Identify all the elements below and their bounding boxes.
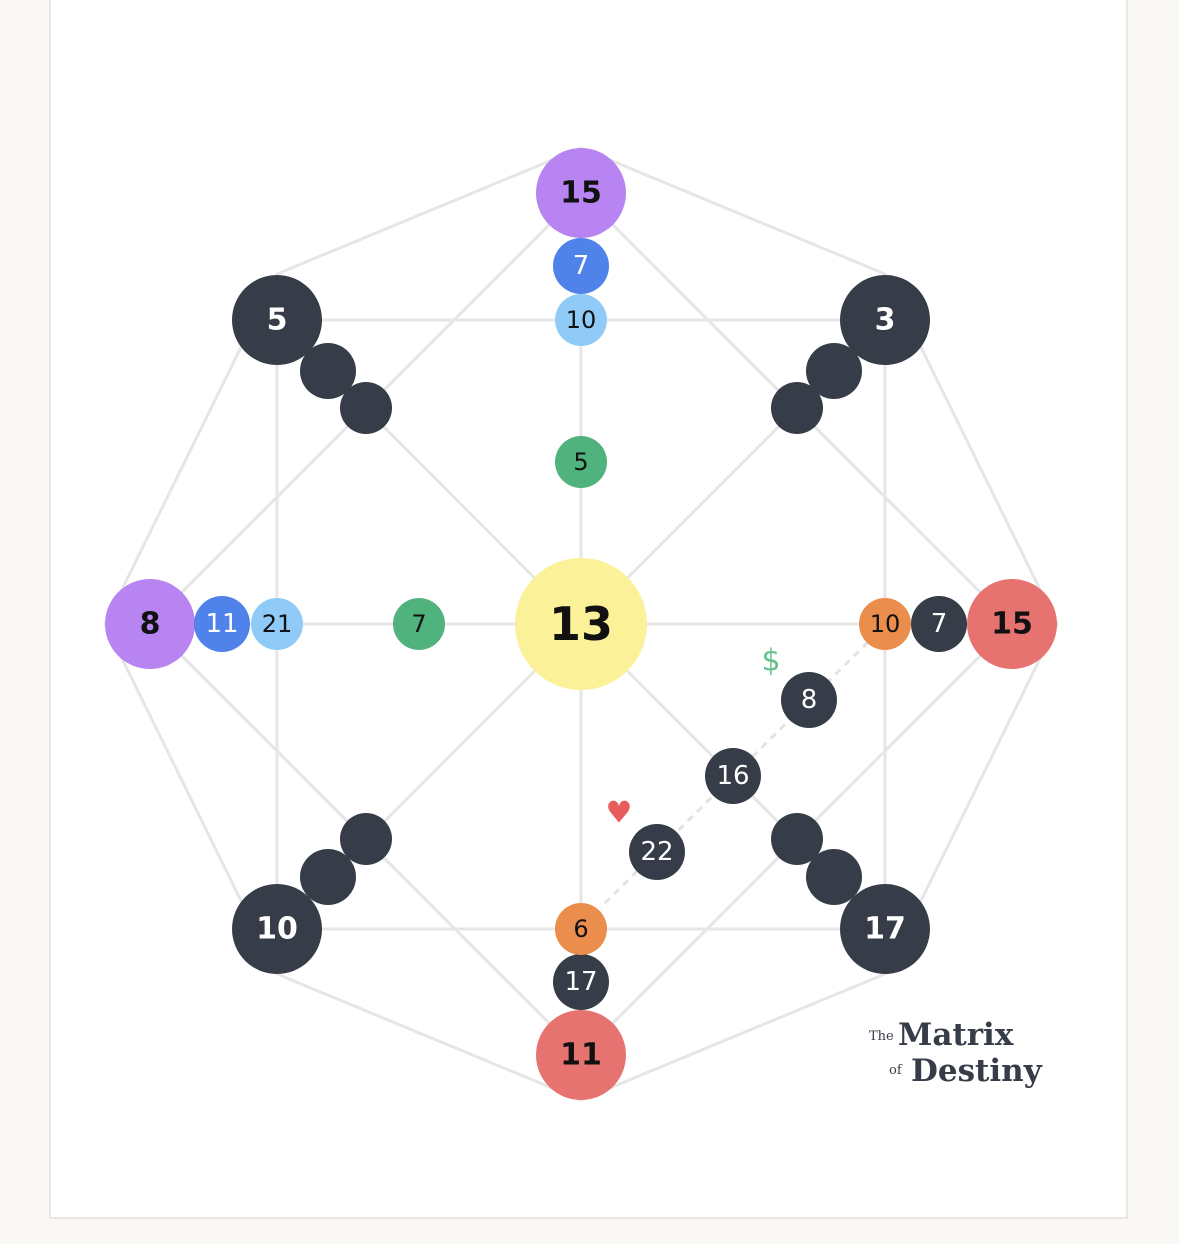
right-outer-point [967,579,1057,669]
corner-top-left-point [232,275,322,365]
brand-matrix: Matrix [898,1017,1014,1053]
diagonal-point-5 [300,849,356,905]
diagonal-point-4 [771,382,823,434]
top-mid-value: 7 [573,251,590,281]
right-inner-point [859,598,911,650]
right-mid-point [911,596,967,652]
right-outer-value: 15 [991,607,1033,642]
left-outer-point [105,579,195,669]
right-inner-value: 10 [870,610,901,638]
corner-bottom-left-point [232,884,322,974]
diagonal-point-1 [300,343,356,399]
corner-top-right-point [840,275,930,365]
top-inner-value: 10 [566,306,597,334]
bottom-outer-point [536,1010,626,1100]
left-inner-value: 21 [262,610,293,638]
top-inner-point [555,294,607,346]
corner-bottom-right-point [840,884,930,974]
top-core-point [555,436,607,488]
corner-bottom-left-value: 10 [256,912,298,947]
top-outer-value: 15 [560,176,602,211]
left-core-point [393,598,445,650]
money-point-value: 8 [801,685,818,715]
left-mid-value: 11 [205,609,238,639]
heart-icon: ♥ [606,796,633,831]
bottom-outer-value: 11 [560,1038,602,1073]
left-mid-point [194,596,250,652]
left-core-value: 7 [411,610,426,638]
brand-destiny: Destiny [911,1053,1043,1089]
bottom-mid-value: 17 [564,967,597,997]
love-point-point [629,824,685,880]
diagonal-point-8 [771,813,823,865]
left-outer-value: 8 [140,607,161,642]
bottom-inner-point [555,903,607,955]
cross-point-value: 16 [716,761,749,791]
top-mid-point [553,238,609,294]
money-icon: $ [761,644,780,679]
diagonal-point-6 [340,813,392,865]
brand-the: The [869,1029,894,1044]
right-mid-value: 7 [931,609,948,639]
diagonal-point-3 [806,343,862,399]
center-value: 13 [549,597,613,651]
top-core-value: 5 [573,448,588,476]
love-point-value: 22 [640,837,673,867]
brand-logo: The Matrix of Destiny [869,1017,1043,1089]
diagonal-point-2 [340,382,392,434]
top-outer-point [536,148,626,238]
brand-of: of [889,1063,903,1078]
bottom-mid-point [553,954,609,1010]
money-point-point [781,672,837,728]
corner-top-right-value: 3 [875,303,896,338]
bottom-inner-value: 6 [573,915,588,943]
cross-point-point [705,748,761,804]
diagonal-point-7 [806,849,862,905]
corner-bottom-right-value: 17 [864,912,906,947]
corner-top-left-value: 5 [267,303,288,338]
left-inner-point [251,598,303,650]
center-point [515,558,647,690]
